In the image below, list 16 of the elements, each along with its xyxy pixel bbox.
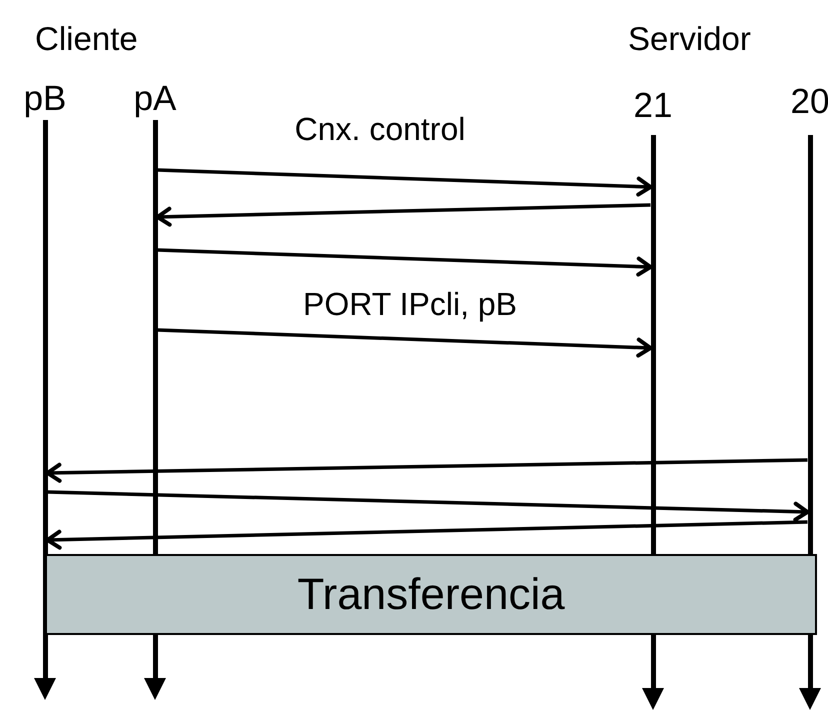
party-heading: Cliente: [35, 22, 138, 55]
port-label: pB: [24, 81, 66, 116]
phase-label: Transferencia: [297, 572, 565, 616]
message-arrow: [47, 490, 810, 522]
edge-label: Cnx. control: [294, 113, 466, 145]
phase-band: [45, 554, 817, 635]
port-label: pA: [134, 81, 176, 116]
message-arrow: [157, 328, 652, 358]
message-arrow: [46, 458, 808, 483]
message-arrow: [46, 520, 808, 550]
message-arrow: [156, 203, 651, 227]
port-label: 21: [634, 88, 672, 123]
edge-label: PORT IPcli, pB: [303, 288, 517, 320]
message-arrow: [157, 248, 652, 277]
message-arrow: [157, 168, 652, 197]
party-heading: Servidor: [628, 22, 751, 55]
